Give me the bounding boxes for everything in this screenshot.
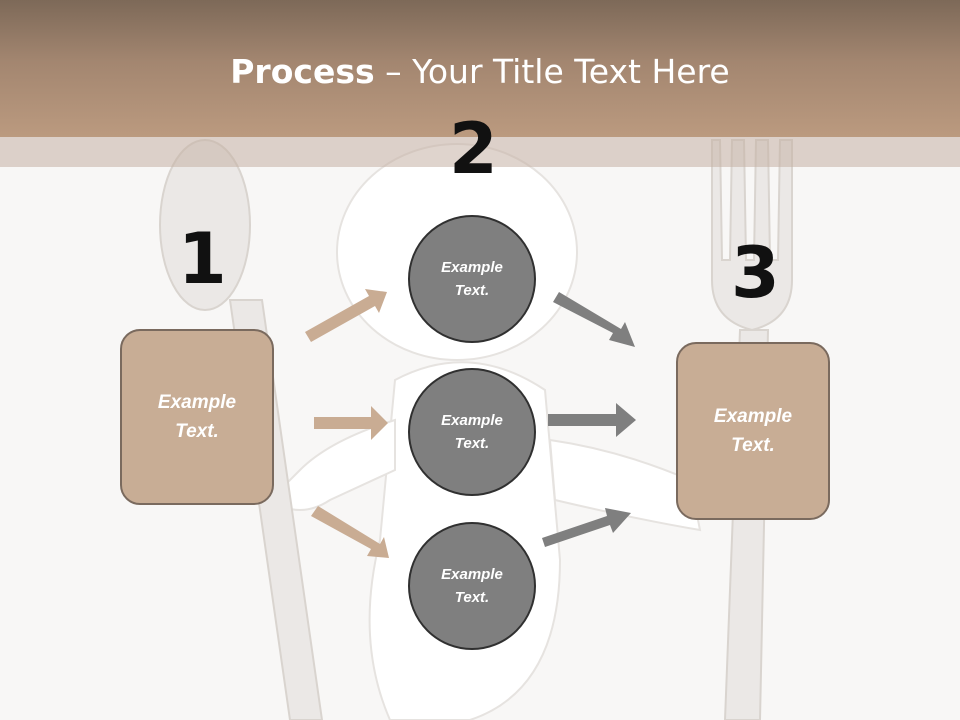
figure-right-arm xyxy=(548,438,702,532)
arrow-box1-to-circle-bottom xyxy=(311,506,389,558)
title-bold-part: Process xyxy=(230,52,375,91)
arrow-circle-bottom-to-box3 xyxy=(542,508,631,547)
title-band xyxy=(0,0,960,137)
step-number-3: 3 xyxy=(731,232,780,314)
slide-title: Process – Your Title Text Here xyxy=(0,52,960,91)
arrow-box1-to-circle-top xyxy=(305,289,387,342)
circle-middle-text: Example Text. xyxy=(441,412,503,452)
step-3-box-text: Example Text. xyxy=(713,406,793,456)
step-1-box[interactable]: Example Text. xyxy=(120,329,274,505)
step-3-box[interactable]: Example Text. xyxy=(676,342,830,520)
title-sub-band xyxy=(0,137,960,167)
step-number-2: 2 xyxy=(449,108,498,190)
circle-top-text: Example Text. xyxy=(441,259,503,299)
circle-middle[interactable]: Example Text. xyxy=(408,368,536,496)
circle-top[interactable]: Example Text. xyxy=(408,215,536,343)
circle-bottom-text: Example Text. xyxy=(441,566,503,606)
fork-tines-shape xyxy=(711,139,793,332)
arrow-box1-to-circle-middle xyxy=(314,406,388,440)
arrow-circle-middle-to-box3 xyxy=(548,403,636,437)
title-rest-part: – Your Title Text Here xyxy=(374,52,730,91)
circle-bottom[interactable]: Example Text. xyxy=(408,522,536,650)
arrow-circle-top-to-box3 xyxy=(553,292,635,347)
step-1-box-text: Example Text. xyxy=(157,392,237,442)
step-number-1: 1 xyxy=(178,218,227,300)
